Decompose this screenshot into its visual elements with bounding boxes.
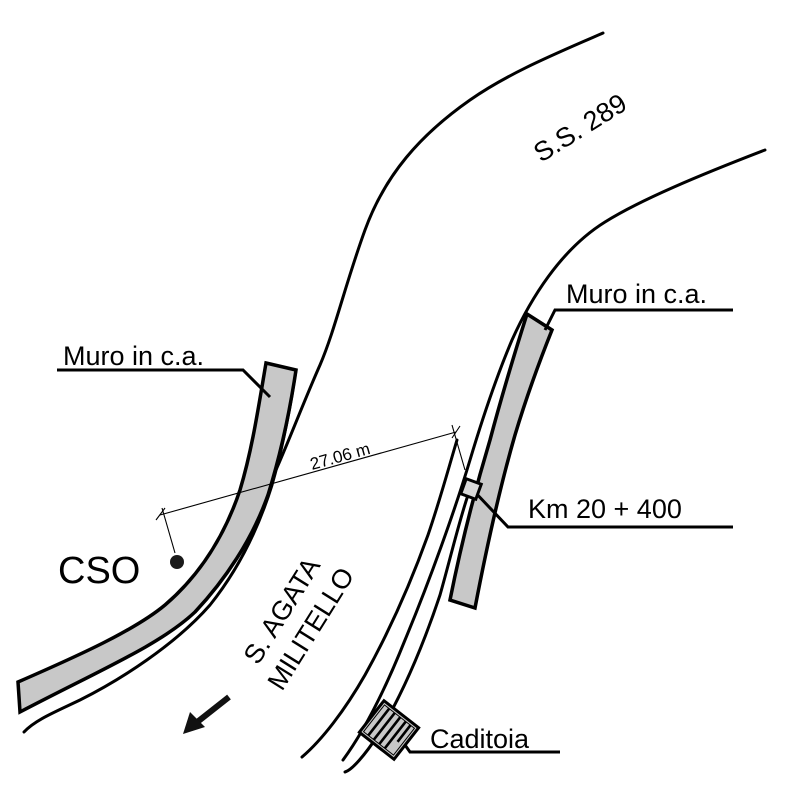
direction-arrow-icon [183, 694, 231, 734]
retaining-wall-right [447, 311, 555, 611]
sidewalk-line-east-inner [343, 493, 470, 774]
road-edge-east [341, 148, 767, 762]
road-edge-west [260, 31, 605, 502]
cso-point-icon [170, 555, 184, 569]
dimension-line [159, 431, 457, 516]
km-marker-label: Km 20 + 400 [528, 494, 682, 524]
km-post-icon [458, 476, 484, 502]
cso-label: CSO [58, 550, 140, 592]
dimension-tick-left [155, 507, 166, 521]
wall-label-left: Muro in c.a. [63, 341, 204, 371]
leader-wall-left [57, 368, 272, 399]
wall-label-right: Muro in c.a. [566, 279, 707, 309]
retaining-wall-left [16, 360, 298, 715]
leader-wall-right [543, 308, 733, 331]
drain-grate-icon [357, 698, 421, 762]
sidewalk-line-east-outer [300, 438, 459, 759]
dimension-extension-left [161, 507, 176, 554]
dimension-tick-right [451, 425, 461, 439]
leader-km-marker [470, 487, 733, 529]
drain-label: Caditoia [430, 724, 530, 754]
dimension-text: 27.06 m [308, 439, 372, 474]
dimension-extension-right [451, 424, 466, 471]
road-name-label: S.S. 289 [528, 88, 632, 168]
